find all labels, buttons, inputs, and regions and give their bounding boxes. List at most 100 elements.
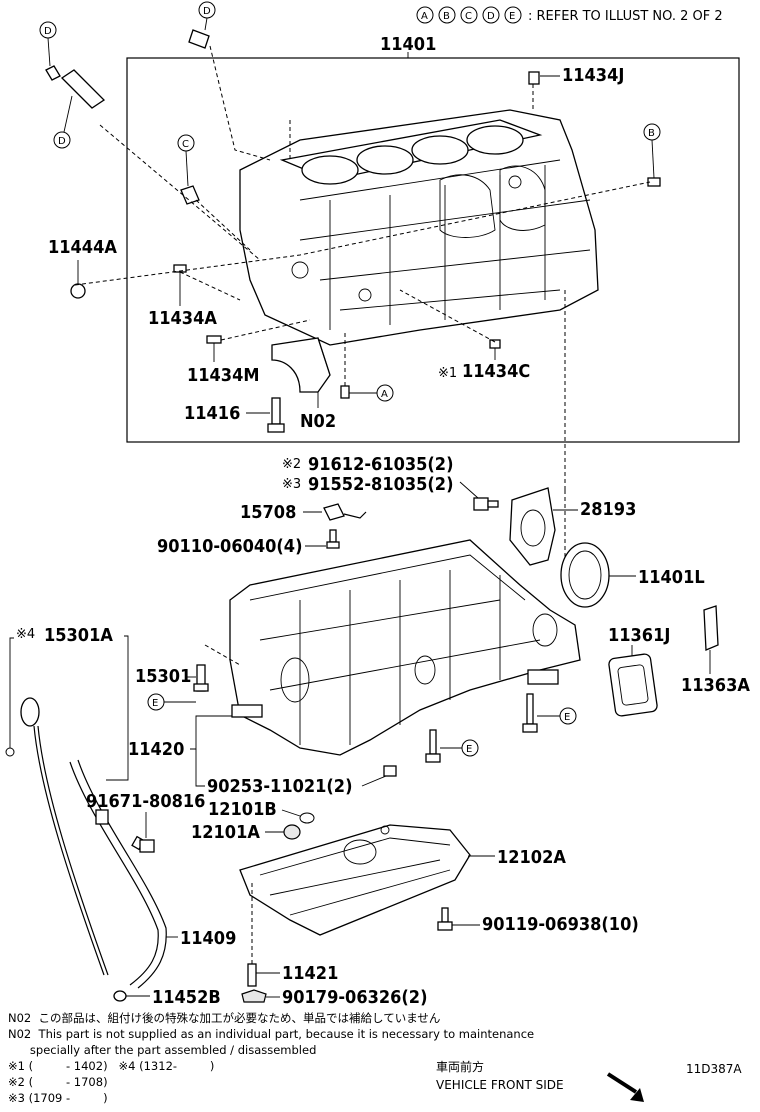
vehicle-front-en: VEHICLE FRONT SIDE xyxy=(436,1078,564,1092)
bolt-90119 xyxy=(437,907,453,931)
label-91671: 91671-80816 xyxy=(86,791,205,812)
label-11452b: 11452B xyxy=(152,987,221,1008)
label-90179: 90179-06326(2) xyxy=(282,987,427,1008)
oil-pan-12102a xyxy=(239,824,471,936)
svg-text:E: E xyxy=(564,712,570,723)
note-range-3: ※3 (1709 - ) xyxy=(8,1091,108,1105)
block-assembly-box xyxy=(126,57,740,443)
label-11420: 11420 xyxy=(128,739,184,760)
label-11434c: 11434C xyxy=(462,361,530,382)
callout-d-top: D xyxy=(198,1,216,31)
svg-text:D: D xyxy=(44,26,52,37)
callout-e-right: E xyxy=(537,707,577,725)
label-15301a: 15301A xyxy=(44,625,113,646)
o-ring-11452b xyxy=(113,990,127,1002)
label-90253: 90253-11021(2) xyxy=(207,776,352,797)
note-n02-en-2: specially after the part assembled / dis… xyxy=(8,1043,317,1057)
svg-text:E: E xyxy=(466,744,472,755)
plug-90253 xyxy=(383,765,397,777)
dipstick-15301a xyxy=(20,697,109,976)
guide-11409 xyxy=(69,759,167,989)
vehicle-front-jp: 車両前方 xyxy=(436,1060,485,1074)
bolt-90110 xyxy=(326,529,340,549)
label-90119: 90119-06938(10) xyxy=(482,914,639,935)
label-91612: 91612-61035(2) xyxy=(308,454,453,475)
legend-letter-d: D xyxy=(487,11,495,22)
label-91552: 91552-81035(2) xyxy=(308,474,453,495)
mark-bolt-2: ※2 xyxy=(282,457,301,472)
mark-15301a: ※4 xyxy=(16,627,35,642)
note-n02-en-1: N02 This part is not supplied as an indi… xyxy=(8,1027,535,1041)
mark-11434c: ※1 xyxy=(438,366,457,381)
part-d-top xyxy=(188,29,210,49)
label-11421: 11421 xyxy=(282,963,338,984)
refer-text: : REFER TO ILLUST NO. 2 OF 2 xyxy=(528,9,723,24)
label-11361j: 11361J xyxy=(608,625,670,646)
bolt-e-1 xyxy=(425,729,441,763)
o-ring-15301a xyxy=(5,747,15,757)
svg-text:C: C xyxy=(182,139,189,150)
legend-letter-c: C xyxy=(465,11,472,22)
legend-circle-d xyxy=(482,6,500,24)
label-11409: 11409 xyxy=(180,928,236,949)
svg-text:B: B xyxy=(648,128,655,139)
sensor-15708 xyxy=(323,503,367,521)
crankcase-11420 xyxy=(229,539,581,756)
legend-letter-b: B xyxy=(443,11,450,22)
cylinder-block xyxy=(239,109,599,346)
label-28193: 28193 xyxy=(580,499,636,520)
mark-bolt-3: ※3 xyxy=(282,477,301,492)
pin-11434c xyxy=(489,339,501,349)
callout-e-left: E xyxy=(147,693,196,711)
svg-text:D: D xyxy=(58,136,66,147)
note-range-2: ※2 ( - 1708) xyxy=(8,1075,108,1089)
note-range-1-4: ※1 ( - 1402) ※4 (1312- ) xyxy=(8,1059,215,1073)
pin-a xyxy=(340,385,350,399)
vehicle-front-arrow-icon xyxy=(606,1072,644,1102)
bolt-91612 xyxy=(473,497,499,511)
label-11434a: 11434A xyxy=(148,308,217,329)
legend-circle-a xyxy=(416,6,434,24)
illustration-code: 11D387A xyxy=(686,1062,742,1076)
plug-12101a xyxy=(283,824,301,840)
note-n02-jp: N02 この部品は、組付け後の特殊な加工が必要なため、単品では補給していません xyxy=(8,1011,441,1025)
label-15708: 15708 xyxy=(240,502,296,523)
bolt-e-2 xyxy=(522,693,538,733)
legend-circle-e xyxy=(504,6,522,24)
label-15301: 15301 xyxy=(135,666,191,687)
oil-seal-11401l xyxy=(560,542,610,608)
cover-11361j xyxy=(608,653,658,717)
callout-a: A xyxy=(349,384,394,402)
vehicle-front-side: 車両前方 VEHICLE FRONT SIDE xyxy=(436,1058,564,1094)
gasket-12101b xyxy=(299,812,315,824)
part-d-left xyxy=(45,65,106,109)
bearing-cap-n02 xyxy=(271,337,331,393)
pin-11434j xyxy=(528,71,540,85)
label-12101a: 12101A xyxy=(191,822,260,843)
label-11363a: 11363A xyxy=(681,675,750,696)
label-11416: 11416 xyxy=(184,403,240,424)
callout-d-left-bottom: D xyxy=(53,95,73,149)
callout-d-left-top: D xyxy=(39,21,57,67)
svg-text:A: A xyxy=(381,389,388,400)
callout-b: B xyxy=(643,123,661,179)
pin-11434m xyxy=(206,335,222,344)
legend-circle-b xyxy=(438,6,456,24)
label-11434j: 11434J xyxy=(562,65,624,86)
gasket-28193 xyxy=(509,487,556,566)
stud-11421 xyxy=(247,963,257,987)
label-90110: 90110-06040(4) xyxy=(157,536,302,557)
label-12102a: 12102A xyxy=(497,847,566,868)
label-11401: 11401 xyxy=(380,34,436,55)
svg-text:D: D xyxy=(203,6,211,17)
legend-letter-a: A xyxy=(421,11,428,22)
svg-text:E: E xyxy=(152,698,158,709)
stud-15301 xyxy=(193,664,209,692)
label-11401l: 11401L xyxy=(638,567,705,588)
callout-c: C xyxy=(177,134,195,187)
label-11434m: 11434M xyxy=(187,365,259,386)
plug-11444a xyxy=(70,283,86,299)
part-11363a xyxy=(703,605,719,651)
legend-circle-c xyxy=(460,6,478,24)
